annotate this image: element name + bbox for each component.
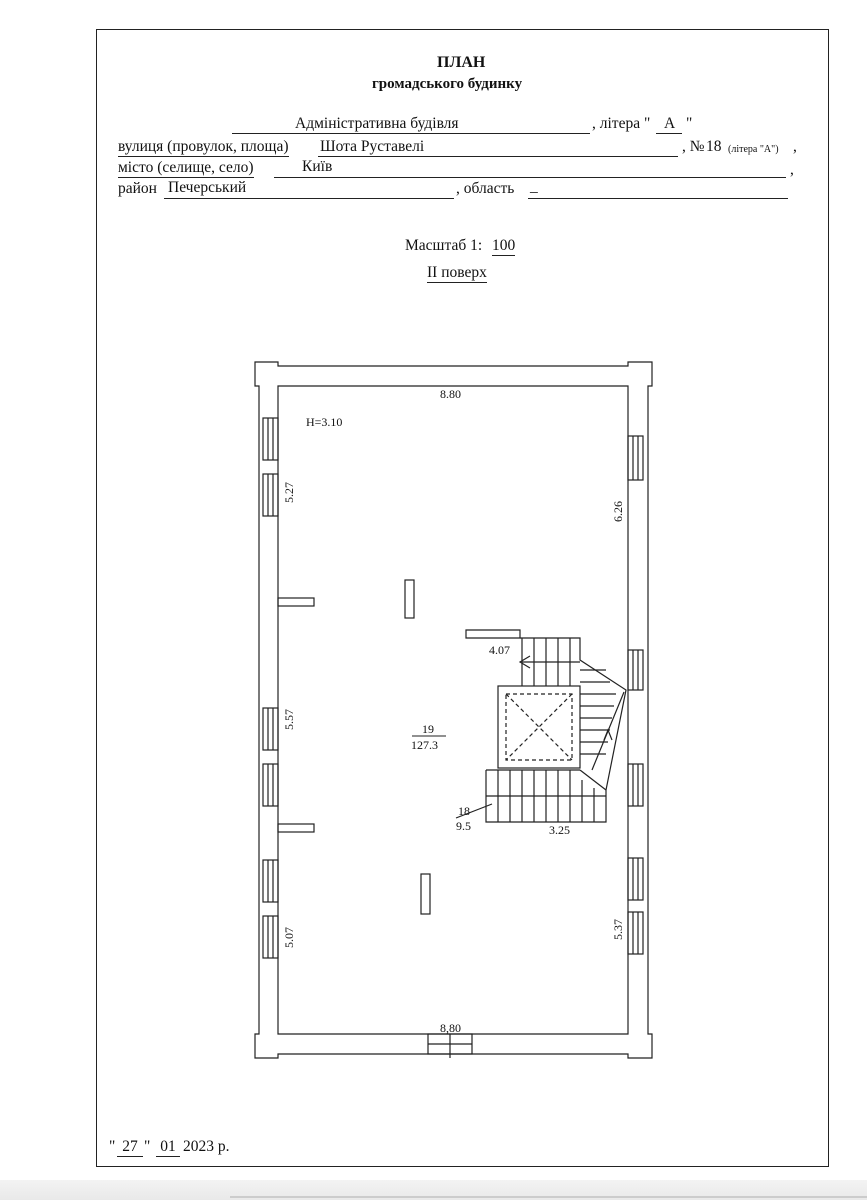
elevator-shaft <box>497 685 581 769</box>
left-window-4 <box>262 763 279 807</box>
date-month: 01 <box>156 1138 180 1157</box>
left-window-1 <box>262 417 279 461</box>
stair-arrow-head-left <box>518 655 531 669</box>
street-value: Шота Руставелі <box>320 138 425 155</box>
date-day: 27 <box>117 1138 143 1157</box>
dim-left-1: 5.27 <box>282 482 296 503</box>
room-main-number: 19 <box>422 722 434 736</box>
left-window-3 <box>262 707 279 751</box>
inner-wall <box>277 385 629 1035</box>
number-note: (літера "А") <box>728 144 779 155</box>
column-upper <box>404 579 415 619</box>
room-18-leader <box>455 803 493 819</box>
room-stair-number: 18 <box>458 804 470 818</box>
stair-wall <box>485 637 627 823</box>
stair-arrow-head-up <box>603 728 613 741</box>
left-window-5 <box>262 859 279 903</box>
viewer-background <box>0 1180 867 1200</box>
date-year: 2023 р. <box>183 1138 230 1155</box>
number-label: , № <box>682 138 705 155</box>
litera-label: , літера " <box>592 115 651 132</box>
scale-value: 100 <box>492 237 516 256</box>
dim-bottom: 8,80 <box>440 1021 461 1035</box>
city-label: місто (селище, село) <box>118 159 254 178</box>
street-label: вулиця (провулок, площа) <box>118 138 289 157</box>
dim-stair-top: 4.07 <box>489 643 510 657</box>
city-comma: , <box>790 161 794 178</box>
litera-close: " <box>686 115 693 132</box>
right-window-2 <box>627 649 644 691</box>
room-stair-area: 9.5 <box>456 819 471 833</box>
right-window-5 <box>627 911 644 955</box>
left-window-6 <box>262 915 279 959</box>
region-field <box>528 180 788 199</box>
district-field <box>164 180 454 199</box>
date-quote-close: " <box>144 1138 151 1155</box>
district-value: Печерський <box>168 179 247 196</box>
district-label: район <box>118 180 157 197</box>
street-field <box>318 138 678 157</box>
outer-wall <box>254 361 653 1059</box>
stair-upper-flight <box>521 638 616 755</box>
dim-right-1: 6.26 <box>611 501 625 522</box>
dim-right-2: 5.37 <box>611 919 625 940</box>
number-value: 18 <box>706 138 722 155</box>
floor-label: ІІ поверх <box>427 264 487 283</box>
wall-stub-upper <box>277 597 315 607</box>
room-main-area: 127.3 <box>411 738 438 752</box>
document-subtitle: громадського будинку <box>372 76 523 92</box>
stair-lower-flight <box>486 769 607 822</box>
dim-left-2: 5.57 <box>282 709 296 730</box>
right-window-4 <box>627 857 644 901</box>
viewer-divider <box>230 1196 867 1198</box>
right-window-1 <box>627 435 644 481</box>
column-lower <box>420 873 431 915</box>
number-comma: , <box>793 138 797 155</box>
region-label: , область <box>456 180 515 197</box>
scale-label: Масштаб 1: <box>405 237 483 254</box>
date-quote-open: " <box>109 1138 116 1155</box>
region-value: _ <box>530 178 538 195</box>
dim-stair-bottom: 3.25 <box>549 823 570 837</box>
document-title: ПЛАН <box>437 54 486 71</box>
height-label: Н=3.10 <box>306 415 342 429</box>
bottom-door <box>427 1033 473 1058</box>
city-field <box>274 159 786 178</box>
document-page <box>96 29 829 1167</box>
dim-left-3: 5.07 <box>282 927 296 948</box>
right-window-3 <box>627 763 644 807</box>
left-window-2 <box>262 473 279 517</box>
litera-field <box>656 115 682 134</box>
litera-value: А <box>664 115 676 132</box>
wall-stub-lower <box>277 823 315 833</box>
building-name-value: Адміністративна будівля <box>295 115 459 132</box>
stair-wall-top <box>465 629 521 639</box>
city-value: Київ <box>302 158 333 175</box>
dim-top: 8.80 <box>440 387 461 401</box>
building-name-field <box>232 115 590 134</box>
